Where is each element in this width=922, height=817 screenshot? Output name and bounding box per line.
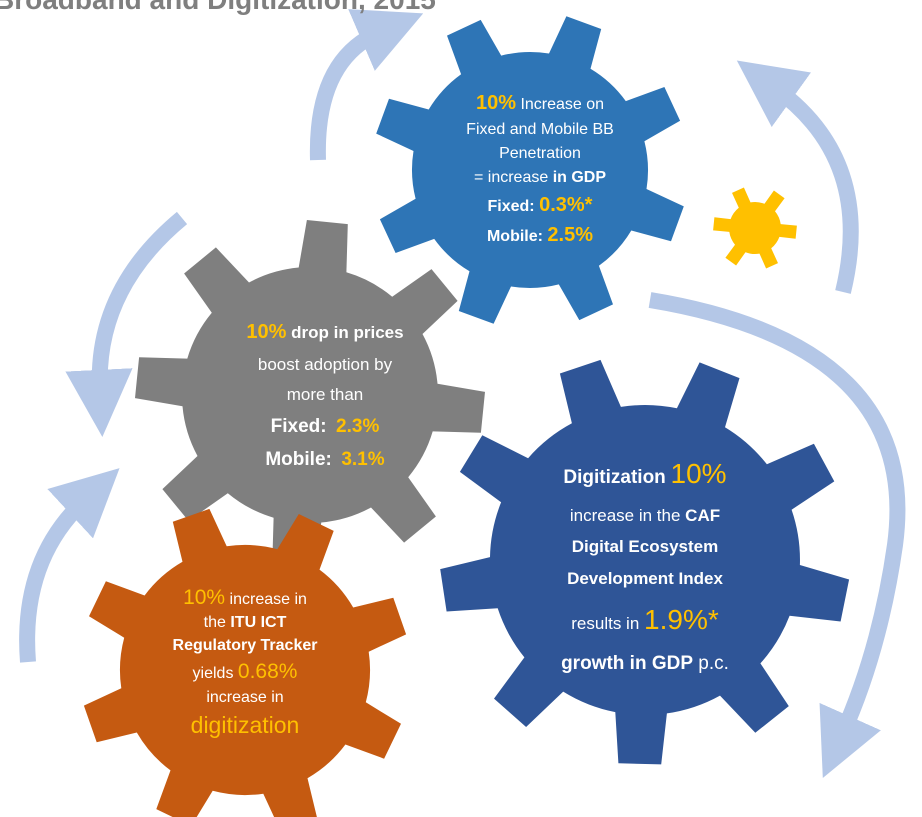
navy-gear-line1-label: Digitization xyxy=(563,467,666,488)
orange-gear-line2-a: the xyxy=(203,614,231,632)
arrow-to-blue-gear xyxy=(309,9,424,161)
navy-gear-line2-b: CAF xyxy=(685,505,721,525)
gray-gear-line1: drop in prices xyxy=(291,323,404,342)
blue-gear-line1: Increase on xyxy=(520,96,605,113)
blue-gear xyxy=(376,16,684,324)
navy-gear-line6-b: p.c. xyxy=(693,652,729,674)
diagram-title: Broadband and Digitization, 2015 xyxy=(0,0,436,16)
navy-gear-line5-value: 1.9%* xyxy=(644,604,719,636)
gray-gear-mobile-label: Mobile: xyxy=(265,448,332,470)
cycle-arrows xyxy=(19,9,906,778)
gray-gear-fixed-label: Fixed: xyxy=(270,415,327,437)
navy-gear-text: Digitization 10% increase in the CAF Dig… xyxy=(500,448,790,681)
orange-gear-line4-a: yields xyxy=(192,665,238,683)
navy-gear xyxy=(440,359,850,765)
orange-gear-pct: 10% xyxy=(183,586,226,609)
gray-gear xyxy=(135,220,485,570)
arrow-to-orange-gear xyxy=(19,468,120,663)
orange-gear-line4-value: 0.68% xyxy=(237,660,298,684)
blue-gear-fixed-label: Fixed: xyxy=(487,198,535,215)
blue-gear-fixed-value: 0.3%* xyxy=(539,194,593,216)
navy-gear-pct: 10% xyxy=(670,458,727,489)
orange-gear-line2-b: ITU ICT xyxy=(230,614,287,632)
blue-gear-line2: Fixed and Mobile BB xyxy=(466,121,614,138)
navy-gear-line5-a: results in xyxy=(571,614,645,634)
gray-gear-fixed-value: 2.3% xyxy=(336,415,380,437)
blue-gear-line4-b: in GDP xyxy=(552,169,607,186)
arrow-to-yellow-gear xyxy=(736,60,859,294)
arrow-to-gray-gear xyxy=(65,211,188,437)
gray-gear-text: 10% drop in prices boost adoption by mor… xyxy=(215,315,435,476)
orange-gear xyxy=(83,508,407,817)
orange-gear-line6: digitization xyxy=(190,711,300,738)
gray-gear-line2: boost adoption by xyxy=(257,355,393,374)
orange-gear-line1: increase in xyxy=(225,591,307,608)
orange-gear-text: 10% increase in the ITU ICT Regulatory T… xyxy=(135,583,355,741)
navy-gear-line3: Digital Ecosystem xyxy=(571,537,719,557)
orange-gear-line5: increase in xyxy=(206,688,284,706)
blue-gear-pct: 10% xyxy=(475,92,516,114)
blue-gear-mobile-value: 2.5% xyxy=(547,224,594,246)
blue-gear-mobile-label: Mobile: xyxy=(486,228,543,245)
blue-gear-line4-a: = increase xyxy=(473,169,553,186)
gray-gear-line3: more than xyxy=(286,384,364,404)
navy-gear-line6-a: growth in GDP xyxy=(561,652,694,674)
gray-gear-mobile-value: 3.1% xyxy=(341,448,385,470)
navy-gear-line4: Development Index xyxy=(567,568,723,588)
blue-gear-line3: Penetration xyxy=(499,145,581,162)
navy-gear-line2-a: increase in the xyxy=(569,505,686,525)
orange-gear-line3: Regulatory Tracker xyxy=(172,636,318,654)
blue-gear-text: 10% Increase on Fixed and Mobile BB Pene… xyxy=(420,88,660,250)
gray-gear-pct: 10% xyxy=(246,321,287,343)
arrow-to-navy-gear xyxy=(648,292,906,778)
yellow-gear xyxy=(713,187,797,269)
gears xyxy=(83,16,850,817)
